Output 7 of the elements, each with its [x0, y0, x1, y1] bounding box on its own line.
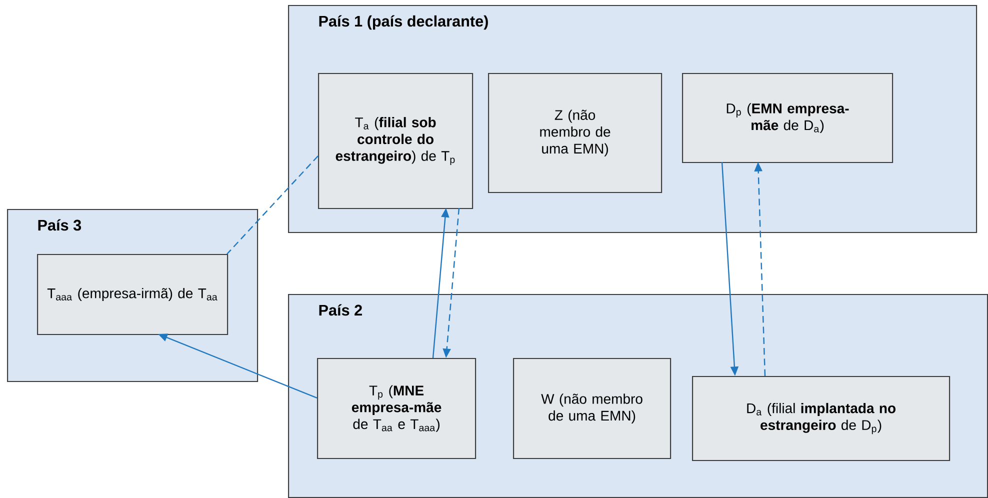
company-box: T$_{aaa}$ (empresa-irmã) de T$_{aa}$ — [37, 254, 228, 336]
company-box: D$_{p}$ (EMN empresa-mãe de D$_{a}$) — [682, 73, 894, 164]
company-box: D$_{a}$ (filial implantada no estrangeiro de D$_{p}$) — [692, 376, 950, 462]
company-box: T$_{a}$ (filial sob controle do estrangeiro) de T$_{p}$ — [318, 73, 474, 210]
company-box: T$_{p}$ (MNE empresa-mãe de T$_{aa}$ e T$_{aaa}$) — [317, 358, 476, 460]
company-box: W (não membro de uma EMN) — [513, 358, 672, 460]
company-box: Z (não membro de uma EMN) — [488, 73, 662, 194]
